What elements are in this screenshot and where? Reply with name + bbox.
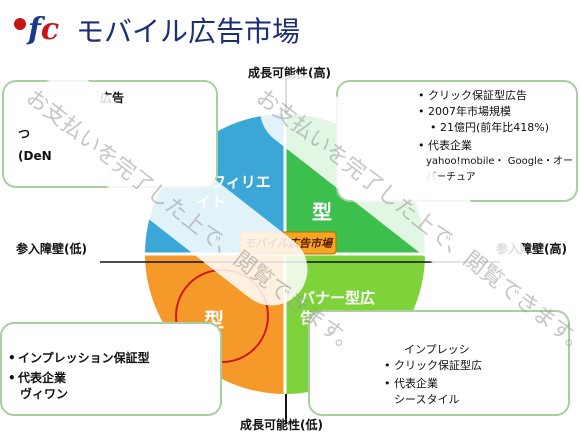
box-bl-item-2: 代表企業 [8,370,66,386]
box-tr-item-3: 21億円(前年比418%) [430,120,549,135]
box-bl-item-1: インプレッション保証型 [8,350,150,366]
logo-letter-c: c [40,12,60,47]
axis-label-left: 参入障壁(低) [16,242,87,256]
axis-label-bottom: 成長可能性(低) [240,418,323,432]
info-box-bottom-right: インプレッシ クリック保証型広 代表企業 シースタイル [308,310,570,416]
label-top-right: 型 [312,200,332,224]
box-tl-line-2: つ [18,127,31,141]
box-bl-item-3: ヴィワン [20,387,69,401]
logo-dot [14,18,26,30]
box-tr-item-2: 2007年市場規模 [418,104,511,119]
box-br-item-1: インプレッシ [404,343,470,356]
logo-letter-f: f [28,12,41,47]
box-tr-item-4: 代表企業 [418,138,472,153]
page-title: モバイル広告市場 [76,15,301,48]
logo: fc [28,12,59,48]
info-box-bottom-left: インプレッション保証型 代表企業 ヴィワン [0,322,222,416]
box-br-item-2: クリック保証型広 [384,358,482,373]
box-tr-item-5: yahoo!mobile・ Google・オー [426,156,573,167]
box-br-item-4: シースタイル [394,393,460,406]
box-br-item-3: 代表企業 [384,376,438,391]
box-tl-line-3: (DeN [18,149,52,163]
box-tr-item-1: クリック保証型広告 [418,88,527,103]
box-tr-item-6: バーチュア [426,172,476,183]
